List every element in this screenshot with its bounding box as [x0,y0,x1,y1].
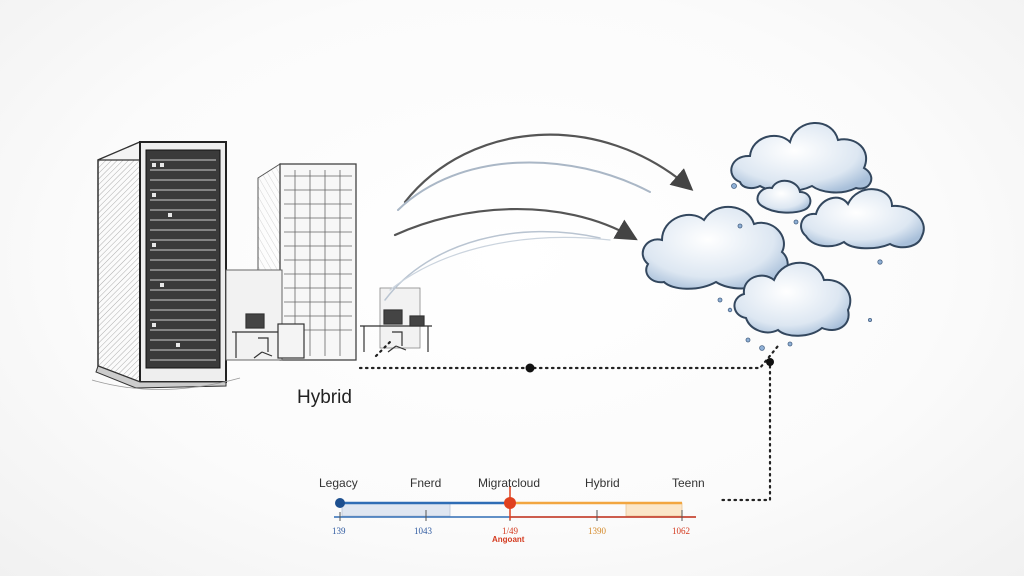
timeline-tick-label: 139 [332,526,346,536]
timeline-band-orange [625,502,683,517]
connector-node [766,358,774,366]
timeline-band-blue [341,502,451,517]
cloud-cluster-icon [641,122,925,337]
timeline-tick-label: 1390 [588,526,606,536]
migration-arrows [384,133,694,301]
server-rack-icon [91,140,241,390]
timeline-label-hybrid: Hybrid [585,476,620,490]
timeline-label-fnerd: Fnerd [410,476,442,490]
office-desks-icon [232,309,432,359]
timeline-current-marker [504,497,516,509]
timeline-tick-label: 1/49 [502,526,519,536]
office-building-icon [225,163,421,361]
timeline-start-dot [335,498,345,508]
connector-node [525,363,535,373]
migration-timeline [334,486,696,521]
timeline-tick-label: 1043 [414,526,432,536]
timeline-marker-label: Angoant [492,535,525,544]
timeline-tick-label: 1062 [672,526,690,536]
timeline-label-migratcloud: Migratcloud [478,476,541,490]
timeline-label-legacy: Legacy [319,476,358,490]
dotted-connector [358,338,780,502]
cloud-droplets [717,183,883,351]
timeline-label-teenn: Teenn [672,476,705,490]
hybrid-caption: Hybrid [297,387,352,408]
